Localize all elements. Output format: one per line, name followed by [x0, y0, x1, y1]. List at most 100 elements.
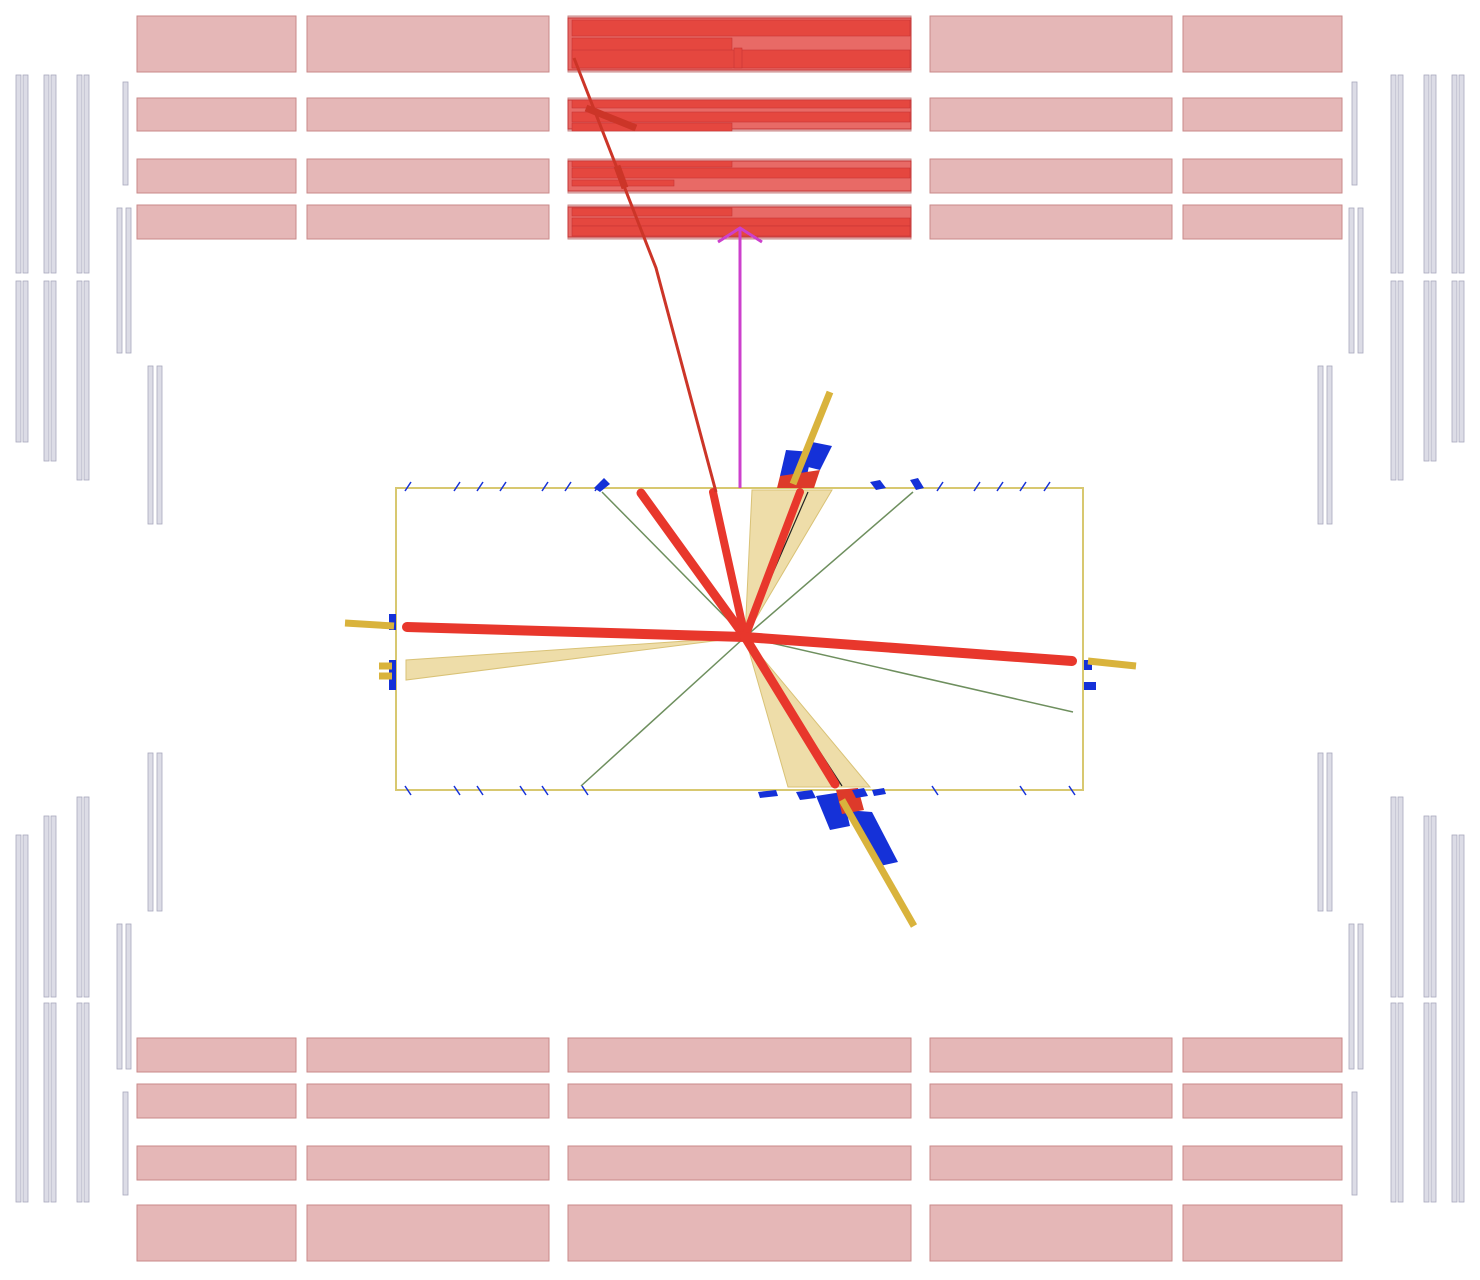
track	[709, 488, 749, 641]
endcap-bar	[1351, 1091, 1358, 1196]
endcap-bar	[83, 280, 90, 481]
endcap-bar	[1317, 365, 1324, 525]
muon-chamber	[1182, 1037, 1343, 1073]
muon-chamber	[1182, 1145, 1343, 1181]
tracker-tick	[476, 785, 484, 796]
gold-bars	[344, 390, 1137, 928]
gold-bar	[344, 619, 395, 630]
endcap-bar	[43, 815, 50, 998]
gold-bar	[838, 798, 918, 928]
endcap-bar	[50, 74, 57, 274]
muon-chamber	[136, 204, 297, 240]
thin-line	[744, 491, 914, 638]
endcap-bar	[1390, 74, 1397, 274]
endcap-bar	[83, 796, 90, 998]
muon-hit-strip	[733, 47, 743, 69]
endcap-bar	[22, 280, 29, 443]
endcap-bar	[1357, 923, 1364, 1070]
endcap-bar	[1430, 280, 1437, 462]
thin-line	[580, 636, 746, 787]
muon-chamber	[567, 1204, 912, 1262]
endcap-bar	[50, 815, 57, 998]
ecal-deposit	[1084, 682, 1096, 690]
endcap-bar	[76, 1002, 83, 1203]
endcap-bar	[1397, 796, 1404, 998]
thin-line	[601, 491, 746, 638]
muon-hit-strip	[571, 111, 911, 123]
ecal-deposit	[870, 480, 886, 490]
muon-chamber	[136, 15, 297, 73]
muon-chamber	[1182, 1204, 1343, 1262]
endcap-bar	[50, 1002, 57, 1203]
ecal-deposit	[910, 478, 924, 490]
muon-chamber	[567, 1083, 912, 1119]
ecal-deposit	[872, 788, 886, 796]
muon-hit-strip	[571, 99, 911, 109]
muon-chamber	[929, 1083, 1173, 1119]
muon-chamber	[929, 1145, 1173, 1181]
endcap-bar	[116, 207, 123, 354]
muon-chamber	[929, 1037, 1173, 1073]
endcap-bar	[43, 1002, 50, 1203]
ecal-deposit	[796, 790, 816, 800]
muon-chamber	[306, 1083, 550, 1119]
ecal-deposit	[852, 788, 868, 798]
tracker-tick	[1068, 785, 1076, 796]
track	[636, 488, 750, 642]
muon-chamber	[929, 97, 1173, 132]
tracker-tick	[1043, 481, 1051, 492]
endcap-bar	[22, 74, 29, 274]
muon-chamber	[929, 158, 1173, 194]
muon-hit-strip	[571, 19, 911, 37]
endcap-bar	[122, 81, 129, 186]
gold-bar	[1087, 657, 1137, 670]
muon-chamber-hits	[567, 17, 912, 238]
endcap-bar	[1451, 74, 1458, 274]
endcap-bar	[1430, 1002, 1437, 1203]
endcap-bar	[125, 923, 132, 1070]
endcap-bar	[1397, 1002, 1404, 1203]
muon-chamber	[1182, 15, 1343, 73]
muon-hit-strip	[571, 207, 733, 217]
endcap-bar	[15, 74, 22, 274]
endcap-bar	[1390, 280, 1397, 481]
endcap-bar	[15, 280, 22, 443]
endcap-bar	[1451, 280, 1458, 443]
tracker-tick	[404, 481, 412, 492]
muon-chamber	[1182, 158, 1343, 194]
tracker-tick	[541, 481, 549, 492]
jet-cone	[405, 636, 746, 681]
endcap-bar	[1326, 365, 1333, 525]
muon-chamber	[306, 15, 550, 73]
tracker-tick	[453, 481, 461, 492]
tracker-tick	[453, 785, 461, 796]
endcap-bar	[156, 752, 163, 912]
endcap-bar	[1397, 280, 1404, 481]
tracker-tick	[973, 481, 981, 492]
endcap-bar	[1430, 74, 1437, 274]
tracker-tick	[581, 785, 589, 796]
tracker-tick	[476, 481, 484, 492]
muon-chamber	[306, 1204, 550, 1262]
muon-hit-strip	[571, 160, 733, 168]
ecal-deposit	[804, 442, 832, 470]
endcap-bar	[1458, 834, 1465, 1203]
endcap-bar	[1351, 81, 1358, 186]
endcap-bar	[83, 74, 90, 274]
track	[740, 632, 840, 789]
met-arrow-head	[717, 226, 763, 244]
muon-chamber	[1182, 204, 1343, 240]
tracker-tick	[519, 785, 527, 796]
endcap-bar	[156, 365, 163, 525]
endcap-bar	[15, 834, 22, 1203]
tracker-tick	[564, 481, 572, 492]
ecal-deposit	[594, 478, 610, 492]
endcap-bar	[1458, 280, 1465, 443]
endcap-bar	[1348, 207, 1355, 354]
muon-hit-strip	[571, 167, 911, 179]
muon-chamber	[306, 158, 550, 194]
endcap-bar	[1390, 796, 1397, 998]
endcap-bar	[1451, 834, 1458, 1203]
